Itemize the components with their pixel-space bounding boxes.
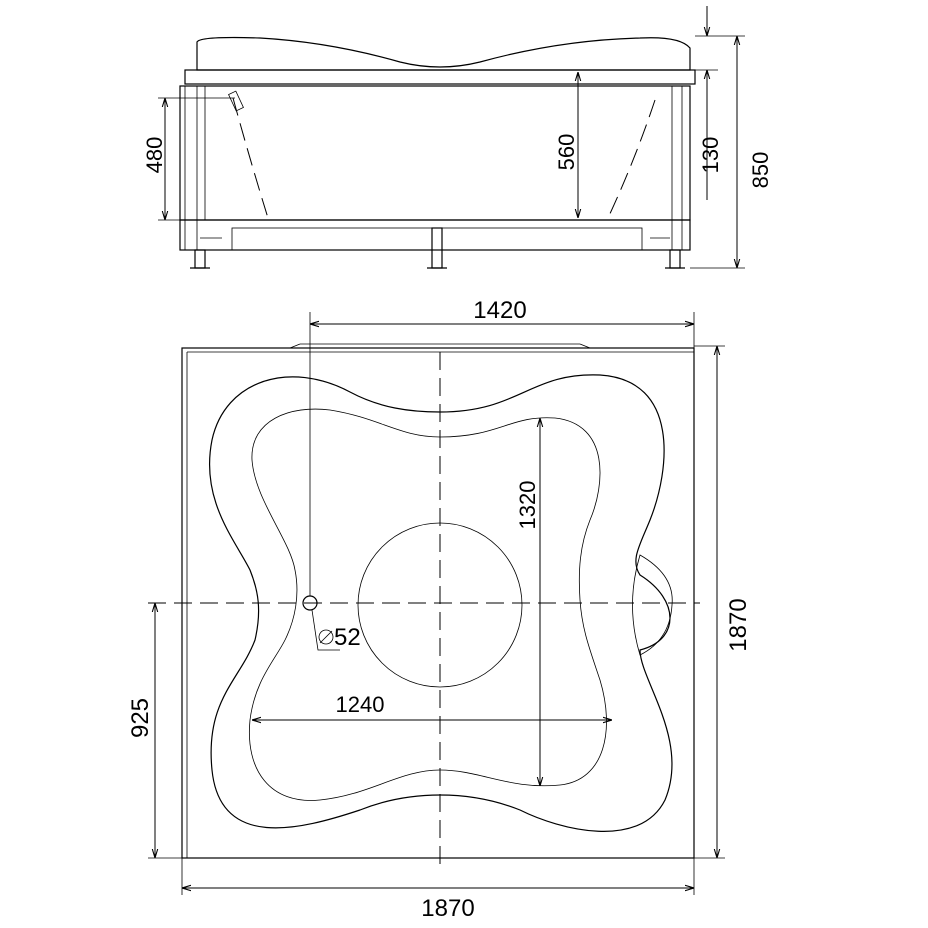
dim-1870-bottom-label: 1870: [421, 895, 474, 922]
dim-560-label: 560: [554, 134, 579, 171]
dim-480-label: 480: [142, 137, 167, 174]
dim-1240-label: 1240: [336, 692, 385, 717]
dim-1420-label: 1420: [473, 297, 526, 324]
dim-850-label: 850: [748, 152, 773, 189]
side-top-curve: [196, 36, 691, 71]
side-rim: [184, 69, 696, 85]
dim-drain-label: 52: [334, 624, 361, 651]
tub-inner-bowl: [248, 408, 607, 801]
side-fitting: [228, 90, 244, 112]
side-frame: [179, 219, 691, 251]
dim-1320-label: 1320: [515, 481, 540, 530]
tub-outer-rim: [208, 374, 673, 832]
side-leg-right: [669, 249, 681, 269]
dim-925-label: 925: [127, 698, 154, 738]
top-view: 1420 1320 1240 52 925 1870 1870: [127, 297, 752, 922]
dim-130-label: 130: [698, 137, 723, 174]
dim-1870-right-label: 1870: [725, 598, 752, 651]
side-leg-mid: [431, 227, 443, 269]
side-leg-left: [194, 249, 206, 269]
side-body: [179, 85, 691, 221]
tub-headrest: [632, 554, 673, 656]
side-view: 480 560 130 850: [142, 6, 773, 269]
